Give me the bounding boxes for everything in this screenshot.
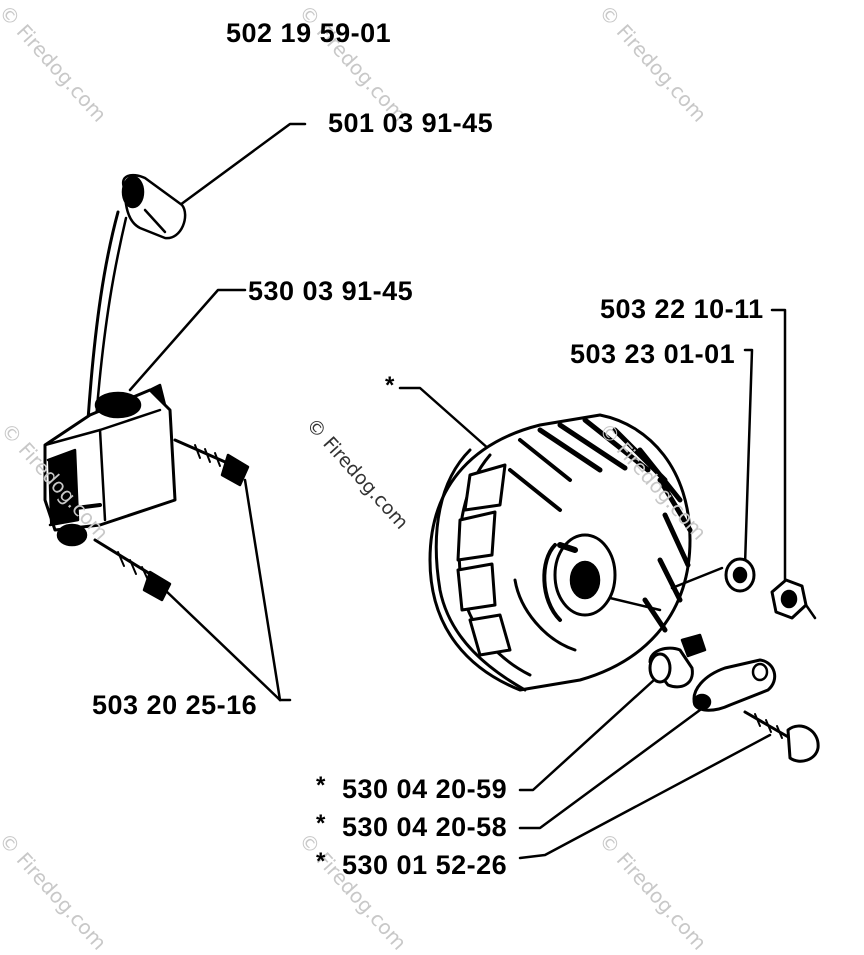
- spark-cap-shape: [121, 173, 187, 240]
- part-label-bottom-1: 530 04 20-59: [342, 774, 508, 804]
- leader-bottom-1: [518, 668, 667, 792]
- leader-washer-a: [770, 308, 787, 587]
- leader-bottom-2: [518, 708, 702, 830]
- nut-shape: [770, 578, 817, 620]
- key-shape: [680, 633, 707, 658]
- part-label-screws: 503 20 25-16: [92, 690, 258, 720]
- star-marker-bottom-2: *: [316, 810, 326, 837]
- leader-bottom-3: [518, 733, 772, 860]
- part-label-nut: 503 23 01-01: [570, 339, 736, 369]
- leader-nut-a: [743, 348, 754, 567]
- part-label-bottom-2: 530 04 20-58: [342, 812, 508, 842]
- part-label-bottom-3: 530 01 52-26: [342, 850, 508, 880]
- leader-screw-lower: [163, 588, 282, 702]
- leader-star-flywheel: [398, 386, 492, 452]
- star-marker-bottom-3: *: [316, 848, 326, 875]
- star-marker-flywheel: *: [385, 372, 395, 399]
- leader-screw-upper: [243, 478, 282, 702]
- part-label-ignition-module: 530 03 91-45: [248, 276, 414, 306]
- flywheel-shape: [428, 413, 693, 692]
- washer-shape: [724, 557, 756, 593]
- spacer-shape: [648, 646, 694, 689]
- bolt-shape: [743, 710, 820, 763]
- crankshaft-line: [608, 596, 662, 612]
- screw-upper-shape: [173, 438, 250, 487]
- ignition-lead: [86, 210, 120, 422]
- screw-lower-shape: [93, 538, 172, 602]
- star-marker-bottom-1: *: [316, 772, 326, 799]
- leader-ignition-module: [128, 288, 247, 392]
- pawl-shape: [692, 658, 777, 712]
- part-label-spark-cap: 501 03 91-45: [328, 108, 494, 138]
- part-label-washer: 503 22 10-11: [600, 294, 764, 324]
- leader-spark-cap: [178, 122, 307, 207]
- parts-diagram: © Firedog.com © Firedog.com © Firedog.co…: [0, 0, 820, 955]
- diagram-drawing: [43, 122, 820, 860]
- part-label-top: 502 19 59-01: [226, 18, 392, 48]
- ignition-module-shape: [43, 383, 177, 547]
